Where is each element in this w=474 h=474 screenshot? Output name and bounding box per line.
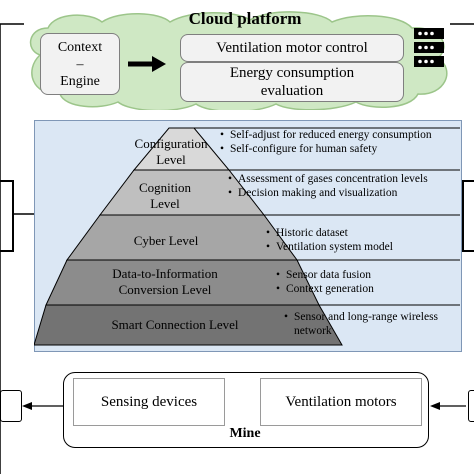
pyramid-tier-smart-connection bbox=[34, 304, 343, 346]
energy-eval-line-2: evaluation bbox=[260, 83, 324, 99]
left-device-box bbox=[0, 390, 22, 422]
left-side-box bbox=[0, 180, 14, 252]
bullet-item: Self-configure for human safety bbox=[220, 142, 452, 156]
context-engine-line-3: Engine bbox=[60, 73, 100, 89]
bullets-smart-connection: Sensor and long-range wireless network bbox=[284, 310, 456, 338]
bullet-item: Context generation bbox=[276, 282, 456, 296]
right-side-box bbox=[462, 180, 474, 252]
bullet-item: Sensor data fusion bbox=[276, 268, 456, 282]
level-label-line: Configuration bbox=[134, 136, 208, 151]
bullet-item: Self-adjust for reduced energy consumpti… bbox=[220, 128, 452, 142]
bottom-arrows bbox=[22, 402, 466, 410]
level-label-configuration: Configuration Level bbox=[115, 136, 227, 168]
cloud-platform-title: Cloud platform bbox=[188, 9, 302, 28]
level-label-line: Data-to-Information bbox=[112, 266, 218, 281]
bullet-item: Ventilation system model bbox=[266, 240, 456, 254]
level-label-data-info: Data-to-Information Conversion Level bbox=[80, 266, 250, 298]
level-label-line: Level bbox=[156, 152, 186, 167]
right-device-box bbox=[468, 390, 474, 422]
energy-eval-line-1: Energy consumption bbox=[229, 65, 355, 81]
context-engine-box: Context – Engine bbox=[40, 33, 120, 95]
right-arrow-icon bbox=[128, 56, 166, 72]
context-engine-line-2: – bbox=[76, 56, 84, 72]
energy-consumption-evaluation-box: Energy consumption evaluation bbox=[180, 62, 404, 102]
context-engine-line-1: Context bbox=[57, 39, 103, 55]
ventilation-motor-control-box: Ventilation motor control bbox=[180, 34, 404, 62]
level-label-line: Cyber Level bbox=[133, 233, 199, 248]
bullets-cognition: Assessment of gases concentration levels… bbox=[228, 172, 456, 200]
level-label-line: Conversion Level bbox=[118, 282, 212, 297]
level-label-line: Level bbox=[150, 196, 180, 211]
pyramid bbox=[34, 127, 460, 346]
bullet-item: Assessment of gases concentration levels bbox=[228, 172, 456, 186]
level-label-line: Smart Connection Level bbox=[111, 317, 239, 332]
bullets-data-info: Sensor data fusion Context generation bbox=[276, 268, 456, 296]
bullet-item: Decision making and visualization bbox=[228, 186, 456, 200]
bullets-configuration: Self-adjust for reduced energy consumpti… bbox=[220, 128, 452, 156]
sensing-devices-box: Sensing devices bbox=[73, 378, 225, 426]
level-label-line: Cognition bbox=[138, 180, 191, 195]
bullet-item: Historic dataset bbox=[266, 226, 456, 240]
bullet-item: Sensor and long-range wireless network bbox=[284, 310, 456, 338]
server-icon bbox=[414, 28, 444, 67]
mine-label: Mine bbox=[229, 426, 261, 441]
ventilation-motors-box: Ventilation motors bbox=[260, 378, 422, 426]
level-label-cognition: Cognition Level bbox=[115, 180, 215, 212]
level-label-cyber: Cyber Level bbox=[100, 233, 232, 249]
level-label-smart-connection: Smart Connection Level bbox=[70, 317, 280, 333]
bullets-cyber: Historic dataset Ventilation system mode… bbox=[266, 226, 456, 254]
